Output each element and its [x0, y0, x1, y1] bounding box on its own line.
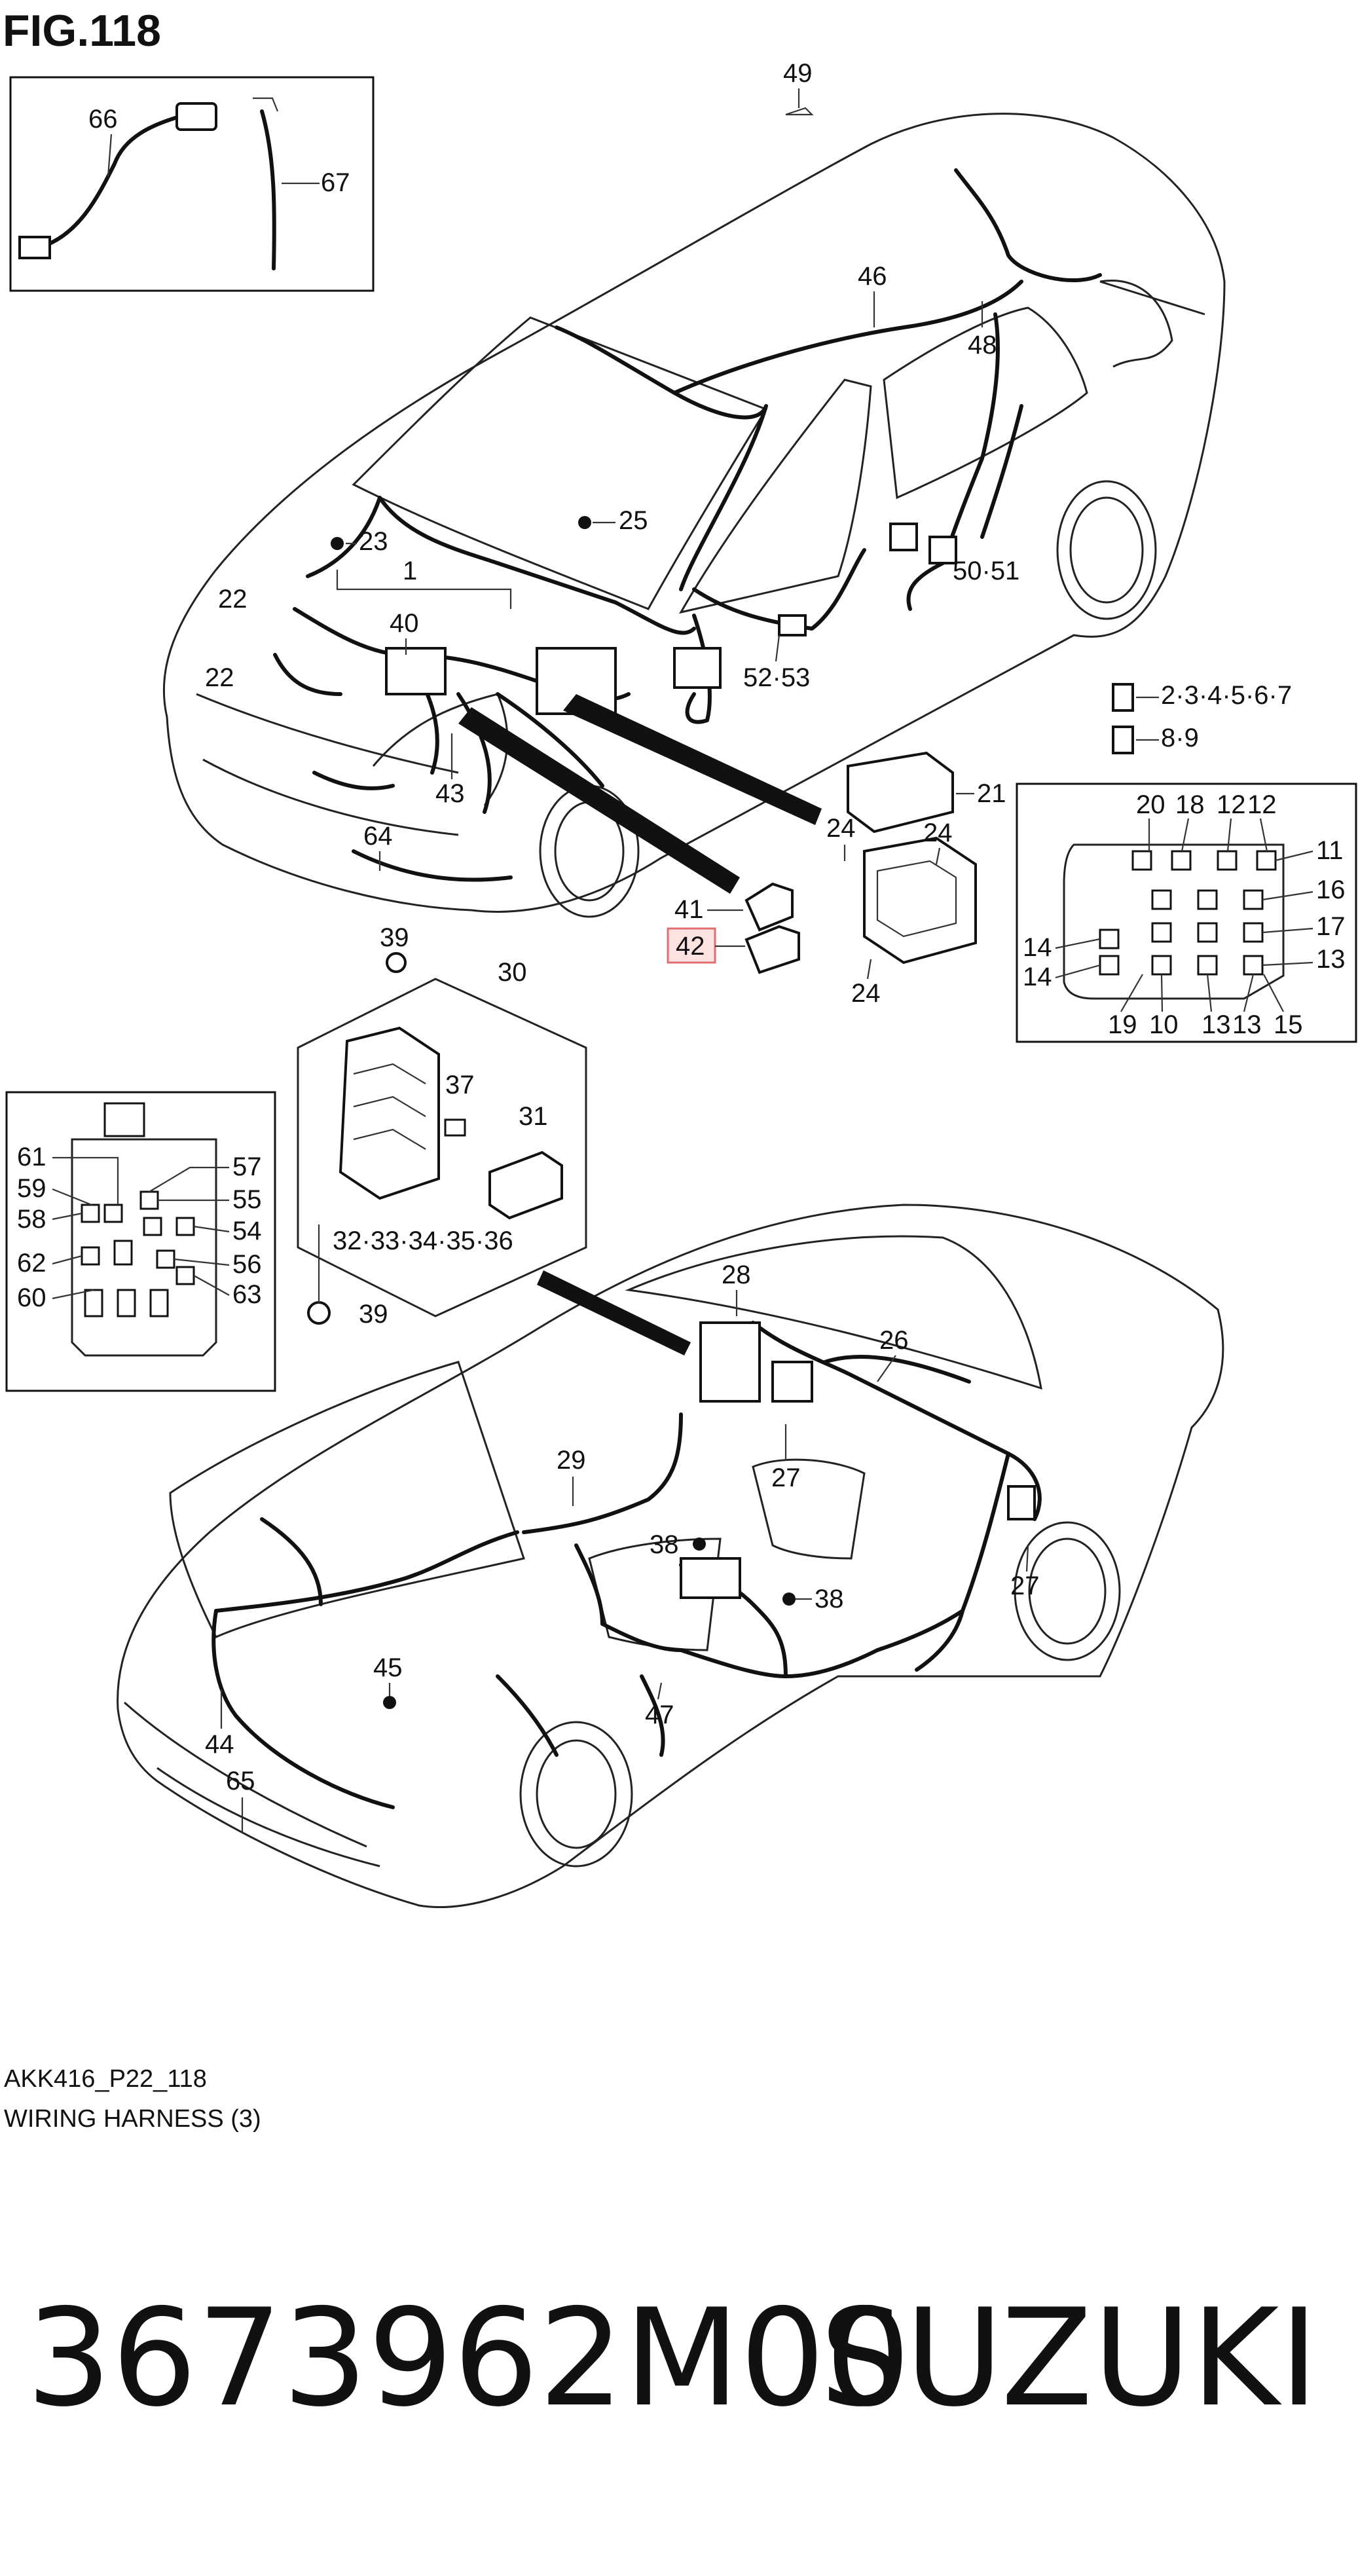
- callout-64: 64: [363, 822, 393, 851]
- fuse-label-bottom-10: 10: [1149, 1010, 1179, 1039]
- fuse-label-56: 56: [232, 1250, 262, 1279]
- callout-66: 66: [88, 105, 118, 134]
- callout-24a: 24: [826, 814, 856, 843]
- callout-50-51: 50·51: [953, 557, 1019, 585]
- callout-8-9: 8·9: [1161, 724, 1199, 752]
- callout-38b: 38: [815, 1585, 844, 1613]
- callout-27b: 27: [1010, 1572, 1040, 1600]
- fuse-label-54: 54: [232, 1217, 262, 1245]
- figure-code: AKK416_P22_118: [4, 2065, 207, 2093]
- callout-24c: 24: [851, 979, 881, 1008]
- figure-caption: WIRING HARNESS (3): [4, 2105, 261, 2133]
- callout-1: 1: [403, 557, 417, 585]
- bottom-car-harness: [211, 1321, 1042, 1809]
- fuse-label-59: 59: [17, 1174, 46, 1203]
- callout-49: 49: [783, 59, 813, 88]
- callout-31: 31: [519, 1102, 548, 1131]
- fuse-label-right-11: 11: [1316, 836, 1344, 865]
- fuse-label-top-20: 20: [1136, 790, 1165, 819]
- callout-22a: 22: [218, 585, 248, 614]
- callout-43: 43: [435, 779, 465, 808]
- figure-title: FIG.118: [3, 6, 161, 56]
- wiring-harness-diagram: FIG.118 66 67: [3, 6, 1357, 2133]
- junction-block-inset: 39 30 37 31 32·33·34·35·36 39: [297, 923, 587, 1329]
- pointer-wedge: [537, 1270, 691, 1355]
- relay-parts: 2·3·4·5·6·7 8·9: [1112, 681, 1292, 754]
- callout-26: 26: [879, 1326, 909, 1355]
- top-car-callouts: 49 46 48 23 25 1 22 22 40 50·51 52·53 43…: [205, 59, 1019, 871]
- callout-52-53: 52·53: [743, 663, 810, 692]
- callout-23: 23: [359, 527, 388, 556]
- callout-2-7: 2·3·4·5·6·7: [1161, 681, 1292, 710]
- fuse-label-bottom-15: 15: [1274, 1010, 1303, 1039]
- callout-40: 40: [390, 609, 419, 638]
- callout-25: 25: [619, 506, 648, 535]
- top-car-harness: [273, 168, 1102, 882]
- fuse-label-right-17: 17: [1316, 912, 1346, 941]
- callout-47: 47: [645, 1701, 674, 1729]
- callout-32-36: 32·33·34·35·36: [333, 1226, 513, 1255]
- fuse-label-55: 55: [232, 1185, 262, 1214]
- fuse-box-layout-right: 20 18 12 12 11 16 17 13 14 14 19 10 13 1…: [1016, 782, 1357, 1043]
- fuse-label-bottom-13b: 13: [1232, 1010, 1262, 1039]
- callout-39b: 39: [359, 1300, 388, 1329]
- callout-46: 46: [858, 262, 887, 291]
- callout-30: 30: [498, 958, 527, 987]
- brand-name: SUZUKI: [820, 2281, 1319, 2437]
- callout-44: 44: [205, 1730, 234, 1759]
- bottom-car-callouts: 28 26 27 27 29 38 38 45 47 44 65: [205, 1260, 1040, 1833]
- callout-65: 65: [226, 1767, 255, 1795]
- pointer-wedge: [563, 694, 822, 825]
- pointer-wedge: [458, 707, 740, 894]
- bottom-car-body: [117, 1204, 1224, 1908]
- callout-24b: 24: [923, 819, 953, 847]
- part-number: 3673962M00: [26, 2281, 911, 2437]
- callout-28: 28: [722, 1260, 751, 1289]
- fuse-label-60: 60: [17, 1283, 46, 1312]
- fuse-label-bottom-19: 19: [1108, 1010, 1137, 1039]
- callout-39a: 39: [380, 923, 409, 952]
- fuse-label-62: 62: [17, 1249, 46, 1278]
- callout-67: 67: [321, 168, 350, 197]
- callout-27a: 27: [771, 1463, 801, 1492]
- fuse-label-top-12a: 12: [1217, 790, 1246, 819]
- fuse-label-57: 57: [232, 1152, 262, 1181]
- fuse-label-top-12b: 12: [1247, 790, 1277, 819]
- callout-42: 42: [676, 932, 705, 961]
- callout-29: 29: [557, 1446, 586, 1475]
- fuse-relay-box-module: 21 24 24 24: [826, 751, 1006, 1008]
- connector-41-42: 41 42: [667, 882, 800, 974]
- callout-21: 21: [977, 779, 1006, 808]
- callout-45: 45: [373, 1653, 403, 1682]
- fuse-box-layout-left: 61 59 58 62 60 57 55 54 56 63: [5, 1091, 276, 1392]
- inset-connector-and-clamp: 66 67: [9, 76, 375, 292]
- fuse-label-left-14b: 14: [1023, 963, 1052, 991]
- top-car-body: [162, 113, 1226, 918]
- fuse-label-left-14a: 14: [1023, 933, 1052, 962]
- fuse-label-61: 61: [17, 1143, 46, 1171]
- fuse-label-63: 63: [232, 1280, 262, 1309]
- fuse-label-right-13: 13: [1316, 945, 1346, 974]
- callout-37: 37: [445, 1071, 475, 1099]
- callout-22b: 22: [205, 663, 234, 692]
- fuse-label-right-16: 16: [1316, 875, 1346, 904]
- fuse-label-58: 58: [17, 1205, 46, 1234]
- callout-38a: 38: [650, 1530, 679, 1559]
- callout-48: 48: [968, 331, 997, 359]
- fuse-label-bottom-13a: 13: [1202, 1010, 1231, 1039]
- callout-41: 41: [674, 895, 704, 924]
- fuse-label-top-18: 18: [1175, 790, 1205, 819]
